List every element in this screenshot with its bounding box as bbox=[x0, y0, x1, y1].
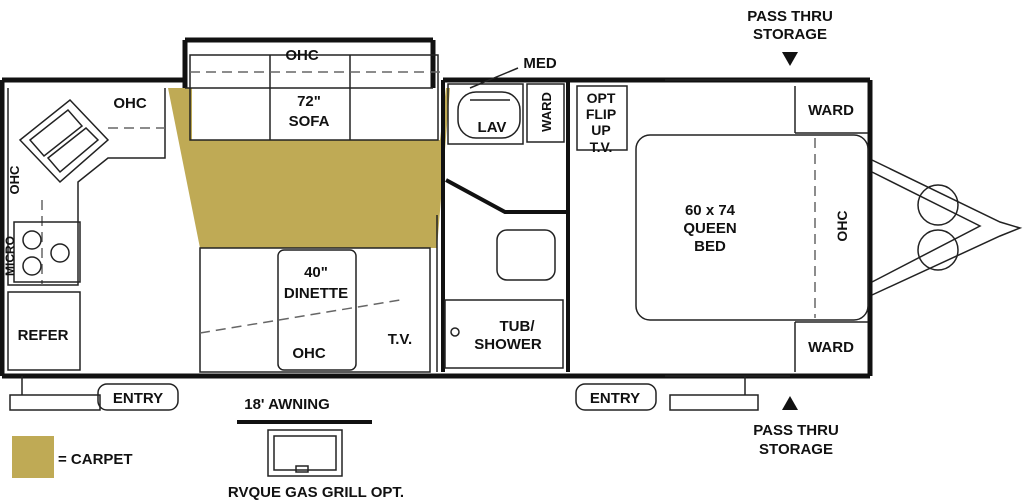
grill-label: RVQUE GAS GRILL OPT. bbox=[228, 484, 404, 501]
sofa bbox=[189, 54, 440, 141]
kitchen-sink bbox=[18, 98, 110, 184]
carpet-legend-swatch bbox=[12, 436, 54, 478]
entry-box-left bbox=[97, 383, 179, 411]
ohc-dinette-label: OHC bbox=[292, 345, 326, 362]
bathroom bbox=[441, 80, 570, 372]
pass-thru-arrow-down bbox=[782, 52, 798, 66]
bed-label: BED bbox=[694, 238, 726, 255]
bedroom bbox=[576, 85, 869, 372]
pass-thru-top-line1: PASS THRU bbox=[747, 8, 833, 25]
carpet-area bbox=[168, 88, 450, 248]
bed-size-label: 60 x 74 bbox=[685, 202, 736, 219]
tub-line2: SHOWER bbox=[474, 336, 542, 353]
pass-thru-bottom-line1: PASS THRU bbox=[753, 422, 839, 439]
entry-left-label: ENTRY bbox=[113, 390, 163, 407]
pass-thru-arrow-up bbox=[782, 396, 798, 410]
stove bbox=[13, 221, 81, 283]
pass-thru-top-line2: STORAGE bbox=[753, 26, 827, 43]
dinette-size-label: 40" bbox=[304, 264, 328, 281]
entry-box-right bbox=[575, 383, 657, 411]
entry-right-label: ENTRY bbox=[590, 390, 640, 407]
lav-label: LAV bbox=[478, 119, 507, 136]
opt-flip-line4: T.V. bbox=[590, 139, 613, 155]
pass-thru-bottom-line2: STORAGE bbox=[759, 441, 833, 458]
opt-flip-line3: UP bbox=[591, 122, 610, 138]
ohc-left-label: OHC bbox=[7, 165, 22, 195]
ward-bottom-label: WARD bbox=[808, 339, 854, 356]
ohc-kitchen-label: OHC bbox=[113, 95, 147, 112]
ward-bath-label: WARD bbox=[539, 92, 554, 132]
opt-flip-line1: OPT bbox=[587, 90, 616, 106]
refrigerator bbox=[7, 291, 81, 371]
tub-line1: TUB/ bbox=[500, 318, 536, 335]
bed-queen-label: QUEEN bbox=[683, 220, 736, 237]
refer-label: REFER bbox=[18, 327, 69, 344]
opt-flip-line2: FLIP bbox=[586, 106, 616, 122]
awning-label: 18' AWNING bbox=[244, 396, 330, 413]
dinette bbox=[199, 215, 438, 373]
tv-label: T.V. bbox=[388, 331, 412, 348]
sofa-size-label: 72" bbox=[297, 93, 321, 110]
sofa-label: SOFA bbox=[289, 113, 330, 130]
ward-top-label: WARD bbox=[808, 102, 854, 119]
ohc-bed-label: OHC bbox=[834, 210, 850, 241]
carpet-legend-label: = CARPET bbox=[58, 451, 133, 468]
grill bbox=[267, 429, 343, 477]
micro-label: MICRO bbox=[3, 236, 17, 276]
entry-steps bbox=[9, 376, 759, 411]
outer-walls bbox=[0, 37, 873, 379]
dinette-label: DINETTE bbox=[284, 285, 348, 302]
hitch bbox=[871, 159, 1023, 296]
med-label: MED bbox=[523, 55, 557, 72]
ohc-sofa-label: OHC bbox=[285, 47, 319, 64]
